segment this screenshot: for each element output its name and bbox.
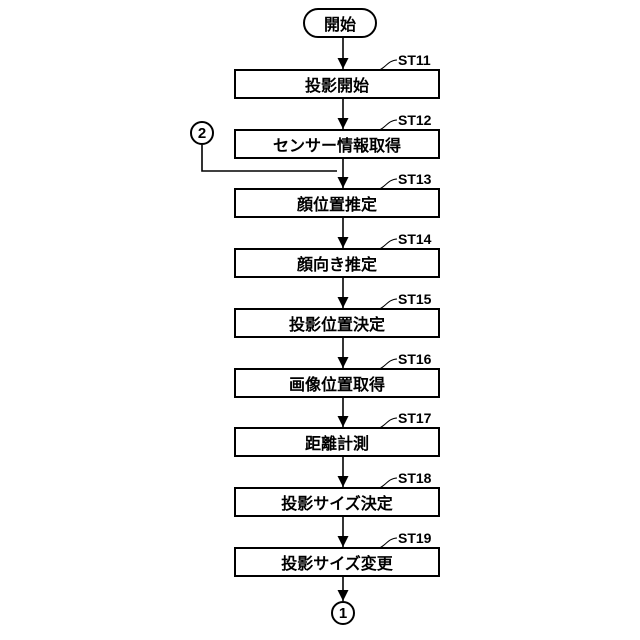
step-id-label: ST18 bbox=[398, 470, 431, 486]
connector-in: 2 bbox=[190, 121, 214, 145]
step-id-label: ST19 bbox=[398, 530, 431, 546]
step-label: 画像位置取得 bbox=[289, 371, 385, 395]
start-label: 開始 bbox=[324, 11, 356, 35]
step-id-label: ST12 bbox=[398, 112, 431, 128]
step-label: 顔位置推定 bbox=[297, 191, 377, 215]
step-box-st16: 画像位置取得 bbox=[234, 368, 440, 398]
step-label: 顔向き推定 bbox=[297, 251, 377, 275]
step-id-label: ST13 bbox=[398, 171, 431, 187]
step-id-label: ST16 bbox=[398, 351, 431, 367]
step-label: 投影開始 bbox=[305, 72, 369, 96]
step-id-label: ST11 bbox=[398, 52, 431, 68]
step-box-st11: 投影開始 bbox=[234, 69, 440, 99]
step-id-label: ST14 bbox=[398, 231, 431, 247]
connector-out: 1 bbox=[331, 601, 355, 625]
step-label: 投影サイズ決定 bbox=[281, 490, 393, 514]
step-id-label: ST15 bbox=[398, 291, 431, 307]
step-box-st19: 投影サイズ変更 bbox=[234, 547, 440, 577]
step-box-st12: センサー情報取得 bbox=[234, 129, 440, 159]
step-box-st17: 距離計測 bbox=[234, 427, 440, 457]
step-label: 投影サイズ変更 bbox=[281, 550, 393, 574]
step-label: センサー情報取得 bbox=[273, 132, 401, 156]
connector-out-label: 1 bbox=[339, 605, 347, 622]
step-box-st15: 投影位置決定 bbox=[234, 308, 440, 338]
step-box-st14: 顔向き推定 bbox=[234, 248, 440, 278]
step-id-label: ST17 bbox=[398, 410, 431, 426]
step-label: 投影位置決定 bbox=[289, 311, 385, 335]
step-box-st13: 顔位置推定 bbox=[234, 188, 440, 218]
start-terminal: 開始 bbox=[303, 8, 377, 38]
step-label: 距離計測 bbox=[305, 430, 369, 454]
step-box-st18: 投影サイズ決定 bbox=[234, 487, 440, 517]
connector-in-label: 2 bbox=[198, 125, 206, 142]
